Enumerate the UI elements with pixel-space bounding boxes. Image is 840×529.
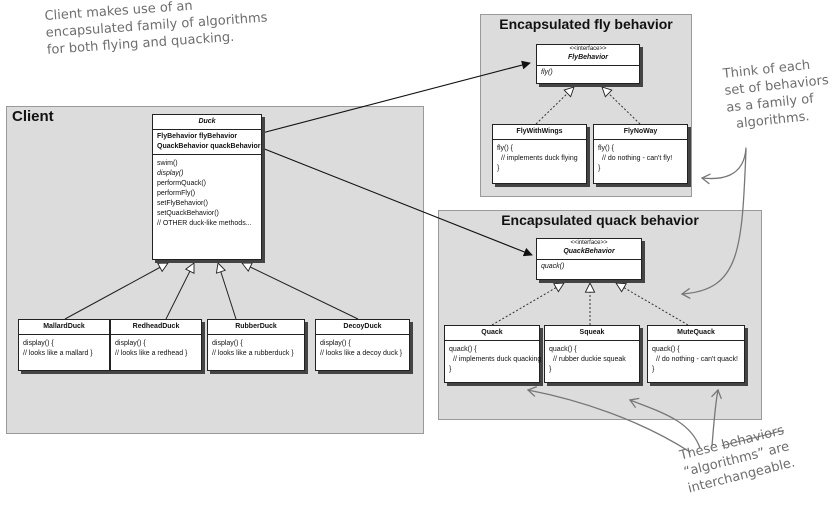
interface-stereotype: <<interface>>: [570, 240, 608, 246]
class-code-line: }: [598, 165, 601, 172]
interface-stereotype: <<interface>>: [569, 46, 607, 52]
class-name: MallardDuck: [19, 320, 109, 335]
fly-region-title: Encapsulated fly behavior: [499, 16, 673, 32]
duck-class: Duck FlyBehavior flyBehavior QuackBehavi…: [152, 114, 262, 260]
fly-no-way-class: FlyNoWay fly() { // do nothing - can't f…: [593, 124, 688, 184]
mallard-duck-class: MallardDuck display() { // looks like a m…: [18, 319, 110, 371]
class-code-line: // looks like a mallard }: [23, 350, 93, 357]
class-code-line: display() {: [23, 340, 54, 347]
duck-method: // OTHER duck-like methods...: [157, 220, 252, 227]
class-code-line: // looks like a rubberduck }: [212, 350, 294, 357]
class-code-line: display() {: [115, 340, 146, 347]
duck-class-name: Duck: [153, 115, 261, 130]
duck-attribute: QuackBehavior quackBehavior: [157, 143, 261, 150]
class-name: RedheadDuck: [111, 320, 201, 335]
class-code-line: }: [497, 165, 500, 172]
class-code-line: display() {: [212, 340, 243, 347]
fly-behavior-interface: <<interface>> FlyBehavior fly(): [536, 44, 640, 84]
class-code-line: fly() {: [497, 145, 513, 152]
duck-attribute: FlyBehavior flyBehavior: [157, 133, 238, 140]
class-code-line: }: [449, 366, 452, 373]
duck-method: swim(): [157, 160, 178, 167]
class-name: RubberDuck: [208, 320, 304, 335]
class-code-line: quack() {: [449, 346, 477, 353]
class-name: FlyNoWay: [594, 125, 687, 140]
class-code-line: quack() {: [652, 346, 680, 353]
class-name: Quack: [445, 326, 539, 341]
class-code-line: // rubber duckie squeak: [553, 356, 626, 363]
rubber-duck-class: RubberDuck display() { // looks like a ru…: [207, 319, 305, 371]
interface-name: FlyBehavior: [567, 54, 609, 61]
duck-method: display(): [157, 170, 184, 177]
hand-drawn-arrows: [526, 147, 747, 453]
fly-with-wings-class: FlyWithWings fly() { // implements duck …: [492, 124, 587, 184]
duck-method: setQuackBehavior(): [157, 210, 219, 217]
quack-class: Quack quack() { // implements duck quack…: [444, 325, 542, 383]
class-code-line: // looks like a decoy duck }: [320, 350, 403, 357]
family-note: Think of each set of behaviors as a fami…: [722, 55, 833, 134]
interface-method: quack(): [541, 263, 565, 270]
inheritance-lines: [64, 263, 359, 320]
interface-name: QuackBehavior: [563, 248, 615, 255]
client-region-title: Client: [12, 108, 54, 125]
class-code-line: fly() {: [598, 145, 614, 152]
class-code-line: display() {: [320, 340, 351, 347]
association-lines: [261, 60, 533, 257]
redhead-duck-class: RedheadDuck display() { // looks like a r…: [110, 319, 202, 371]
class-name: FlyWithWings: [493, 125, 586, 140]
quack-behavior-interface: <<interface>> QuackBehavior quack(): [536, 238, 642, 280]
squeak-class: Squeak quack() { // rubber duckie squeak…: [544, 325, 640, 383]
duck-method: setFlyBehavior(): [157, 200, 208, 207]
class-code-line: // do nothing - can't fly!: [602, 155, 673, 162]
duck-method: performFly(): [157, 190, 196, 197]
class-code-line: quack() {: [549, 346, 577, 353]
class-code-line: // implements duck quacking: [453, 356, 542, 363]
class-code-line: }: [549, 366, 552, 373]
decoy-duck-class: DecoyDuck display() { // looks like a dec…: [315, 319, 410, 371]
quack-region-title: Encapsulated quack behavior: [501, 212, 699, 228]
implementation-lines: [491, 87, 689, 326]
class-code-line: // do nothing - can't quack!: [656, 356, 738, 363]
mute-quack-class: MuteQuack quack() { // do nothing - can'…: [647, 325, 745, 383]
class-name: Squeak: [545, 326, 639, 341]
class-code-line: // looks like a redhead }: [115, 350, 188, 357]
interface-method: fly(): [541, 69, 553, 76]
class-name: DecoyDuck: [316, 320, 409, 335]
class-code-line: }: [652, 366, 655, 373]
class-name: MuteQuack: [648, 326, 744, 341]
class-code-line: // implements duck flying: [501, 155, 578, 162]
duck-method: performQuack(): [157, 180, 207, 187]
